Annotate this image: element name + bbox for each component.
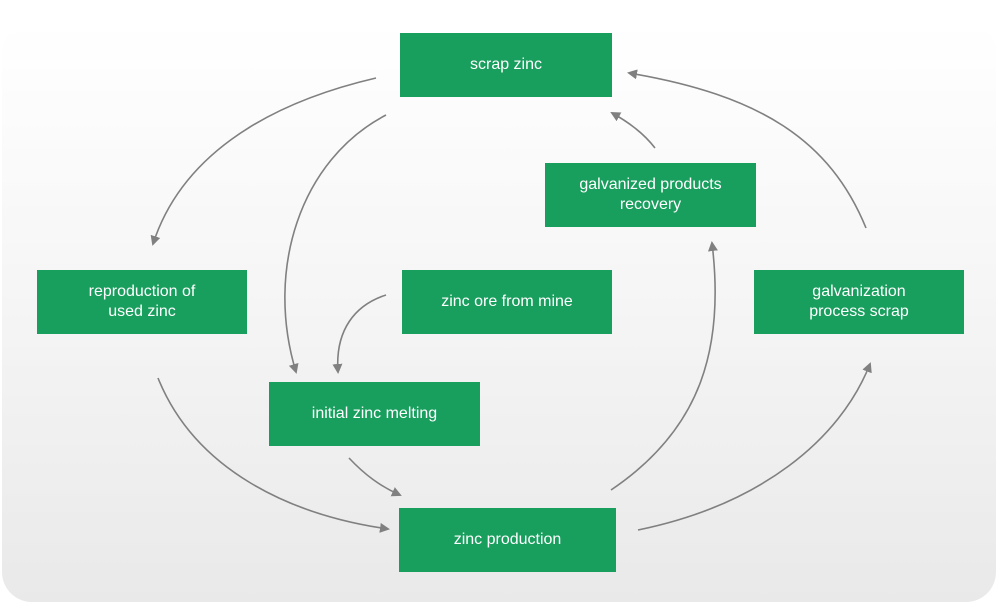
arrow-recovery-to-scrap bbox=[610, 112, 656, 149]
arrow-scrap-to-initial-melting bbox=[284, 114, 387, 374]
node-initial-zinc-melting: initial zinc melting bbox=[269, 382, 480, 446]
arrow-reproduction-to-production bbox=[157, 377, 390, 533]
node-zinc-ore-from-mine: zinc ore from mine bbox=[402, 270, 612, 334]
node-galvanized-products-recovery: galvanized products recovery bbox=[545, 163, 756, 227]
arrow-melting-to-production bbox=[348, 457, 402, 497]
arrow-scrap-to-reproduction bbox=[150, 77, 377, 246]
node-label-line-2: used zinc bbox=[108, 303, 176, 320]
node-label-line-1: reproduction of bbox=[88, 283, 196, 300]
node-label-line-1: galvanization bbox=[812, 283, 906, 300]
node-label-line-2: recovery bbox=[619, 196, 682, 213]
node-label: zinc production bbox=[453, 531, 562, 548]
node-scrap-zinc: scrap zinc bbox=[400, 33, 612, 97]
node-reproduction-of-used-zinc: reproduction of used zinc bbox=[37, 270, 247, 334]
node-zinc-production: zinc production bbox=[399, 508, 616, 572]
arrow-production-to-recovery bbox=[610, 241, 718, 491]
node-label: zinc ore from mine bbox=[441, 293, 573, 310]
arrow-galvanization-to-scrap bbox=[627, 69, 867, 229]
node-galvanization-process-scrap: galvanization process scrap bbox=[754, 270, 964, 334]
arrow-production-to-galvanization bbox=[637, 362, 872, 531]
arrow-ore-to-initial-melting bbox=[332, 294, 387, 374]
node-label-line-2: process scrap bbox=[809, 303, 909, 320]
node-label: initial zinc melting bbox=[311, 405, 438, 422]
node-label-line-1: galvanized products bbox=[579, 176, 722, 193]
node-label: scrap zinc bbox=[469, 56, 543, 73]
